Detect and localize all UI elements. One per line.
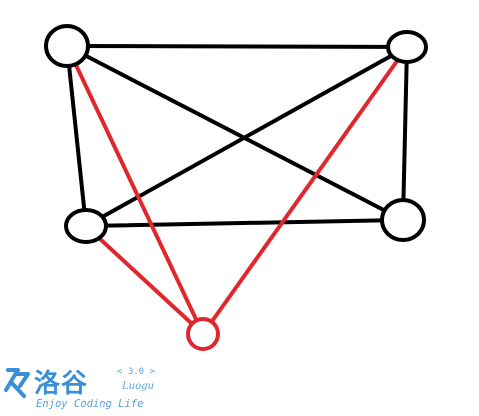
node-mid-left [64, 208, 108, 244]
luogu-watermark: 洛谷 < 3.0 > Luogu Enjoy Coding Life [2, 362, 162, 412]
edge-top-left-bottom [65, 44, 205, 336]
edge-top-left-mid-left [65, 44, 88, 228]
node-top-right [386, 30, 428, 64]
watermark-slogan: Enjoy Coding Life [36, 398, 144, 410]
watermark-name-cn: 洛谷 [34, 369, 89, 399]
node-bottom [186, 317, 220, 351]
edge-mid-left-bottom [84, 224, 205, 336]
edge-top-left-mid-right [65, 44, 405, 222]
edge-top-left-top-right [65, 44, 409, 49]
edge-mid-left-mid-right [84, 218, 405, 228]
node-mid-right [380, 198, 426, 242]
luogu-logo-icon [4, 368, 30, 398]
node-top-left [44, 24, 90, 68]
watermark-version: < 3.0 > [117, 367, 155, 377]
watermark-name-en: Luogu [122, 381, 154, 392]
edge-top-right-mid-right [401, 45, 409, 222]
edge-top-right-bottom [201, 45, 409, 336]
